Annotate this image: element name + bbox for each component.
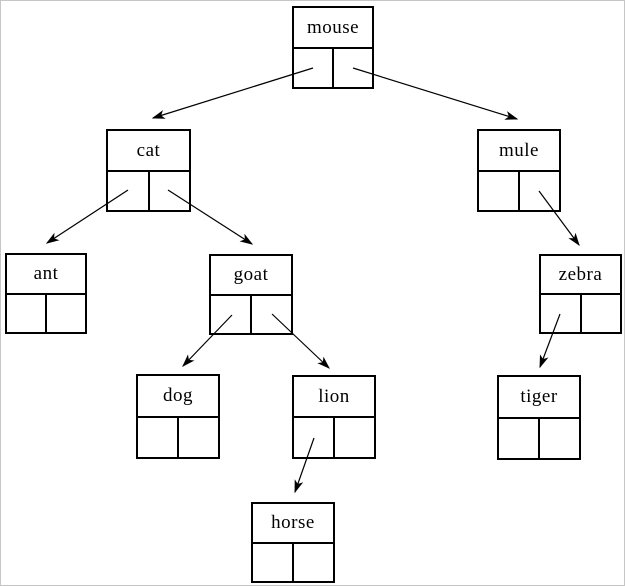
tree-node-goat: goat [209,254,293,335]
node-label: cat [108,131,189,172]
node-left-pointer-cell [479,172,518,211]
tree-node-lion: lion [292,375,376,459]
node-right-pointer-cell [332,48,372,87]
node-left-pointer-cell [211,296,250,334]
node-label: mule [479,131,559,172]
node-label: dog [138,376,218,418]
node-pointer-cells [211,295,291,334]
node-label: horse [253,504,333,544]
node-right-pointer-cell [177,417,218,457]
node-right-pointer-cell [518,171,559,210]
node-pointer-cells [253,543,333,582]
node-label: goat [211,256,291,296]
node-pointer-cells [479,171,559,211]
tree-node-dog: dog [136,374,220,459]
node-pointer-cells [108,171,190,211]
node-left-pointer-cell [7,295,45,333]
node-label: mouse [294,8,372,49]
edge-mouse-cat [151,67,314,119]
node-label: ant [7,255,85,295]
node-label: tiger [499,377,579,419]
edge-mouse-mule [352,67,519,120]
node-pointer-cells [541,295,620,332]
node-left-pointer-cell [138,418,177,458]
node-left-pointer-cell [294,49,332,88]
node-right-pointer-cell [147,171,190,210]
node-left-pointer-cell [294,418,333,457]
tree-node-mouse: mouse [292,6,374,89]
node-left-pointer-cell [108,172,148,211]
tree-node-mule: mule [477,129,561,212]
node-pointer-cells [7,294,85,333]
node-right-pointer-cell [292,543,333,581]
tree-node-ant: ant [5,253,87,334]
node-pointer-cells [294,48,372,88]
node-right-pointer-cell [579,295,621,332]
node-label: zebra [541,256,620,295]
tree-node-horse: horse [251,502,335,583]
node-right-pointer-cell [45,294,85,332]
tree-node-tiger: tiger [497,375,581,460]
node-pointer-cells [138,417,218,458]
tree-node-zebra: zebra [539,254,622,334]
node-label: lion [294,377,374,418]
node-right-pointer-cell [250,295,291,333]
node-right-pointer-cell [333,418,374,457]
node-right-pointer-cell [538,418,579,458]
node-left-pointer-cell [499,419,538,459]
tree-node-cat: cat [106,129,191,212]
node-pointer-cells [294,418,374,457]
node-pointer-cells [499,418,579,459]
node-left-pointer-cell [253,544,292,582]
node-left-pointer-cell [541,295,580,332]
